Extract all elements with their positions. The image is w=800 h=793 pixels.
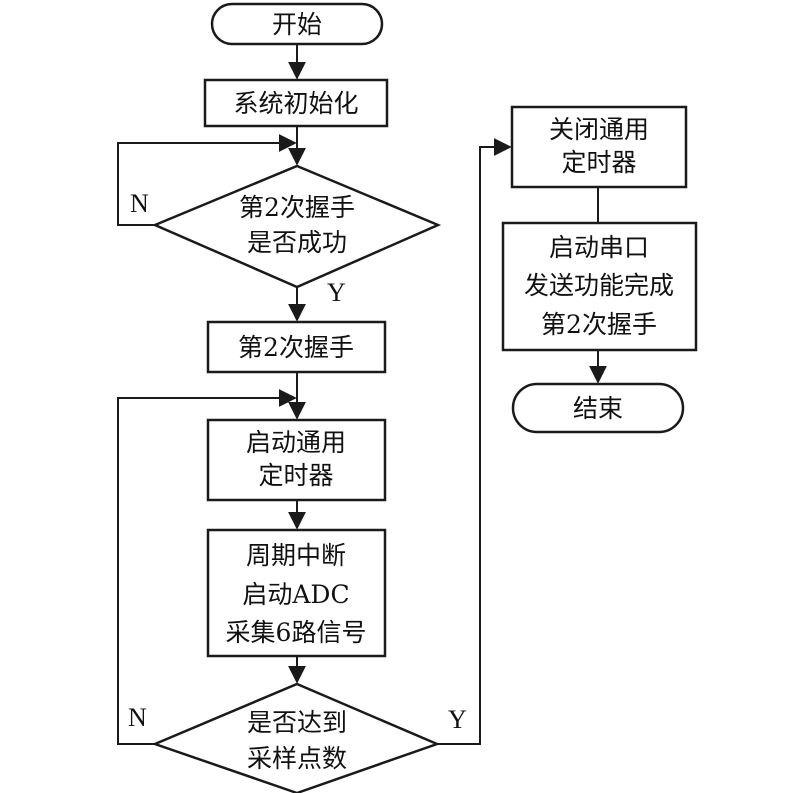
node-interrupt-line-2: 启动ADC xyxy=(242,580,349,609)
node-start-timer: 启动通用 定时器 xyxy=(206,418,387,502)
node-init-text: 系统初始化 xyxy=(233,89,358,118)
node-close-timer-line-2: 定时器 xyxy=(561,148,636,177)
label-sample-no: N xyxy=(128,703,147,732)
node-close-timer-line-1: 关闭通用 xyxy=(549,115,649,144)
node-interrupt-line-3: 采集6路信号 xyxy=(226,618,367,647)
node-sample-check-line-1: 是否达到 xyxy=(247,708,347,737)
node-close-timer: 关闭通用 定时器 xyxy=(510,105,688,189)
node-handshake-check: 第2次握手 是否成功 xyxy=(151,164,442,289)
node-start: 开始 xyxy=(210,2,384,46)
node-serial: 启动串口 发送功能完成 第2次握手 xyxy=(501,221,698,352)
edge-check-loop xyxy=(117,134,297,226)
node-start-text: 开始 xyxy=(272,10,322,39)
edges xyxy=(117,44,607,745)
node-handshake-check-line-2: 是否成功 xyxy=(247,228,347,257)
node-end: 结束 xyxy=(511,382,685,434)
node-sample-check: 是否达到 采样点数 xyxy=(151,682,441,793)
node-handshake-text: 第2次握手 xyxy=(238,333,354,362)
node-init: 系统初始化 xyxy=(203,78,389,128)
node-interrupt: 周期中断 启动ADC 采集6路信号 xyxy=(206,528,387,658)
node-serial-line-2: 发送功能完成 xyxy=(524,271,674,300)
edge-sample-loop xyxy=(117,389,297,745)
node-handshake-check-line-1: 第2次握手 xyxy=(239,193,355,222)
node-start-timer-line-1: 启动通用 xyxy=(246,428,346,457)
label-handshake-no: N xyxy=(130,189,149,218)
edge-sample-close xyxy=(437,138,512,745)
node-sample-check-line-2: 采样点数 xyxy=(247,744,347,773)
label-handshake-yes: Y xyxy=(327,278,346,307)
node-end-text: 结束 xyxy=(573,394,623,423)
node-serial-line-1: 启动串口 xyxy=(549,233,649,262)
node-start-timer-line-2: 定时器 xyxy=(258,461,333,490)
node-serial-line-3: 第2次握手 xyxy=(541,310,657,339)
node-handshake: 第2次握手 xyxy=(206,320,387,374)
label-sample-yes: Y xyxy=(448,705,467,734)
node-interrupt-line-1: 周期中断 xyxy=(246,541,346,570)
